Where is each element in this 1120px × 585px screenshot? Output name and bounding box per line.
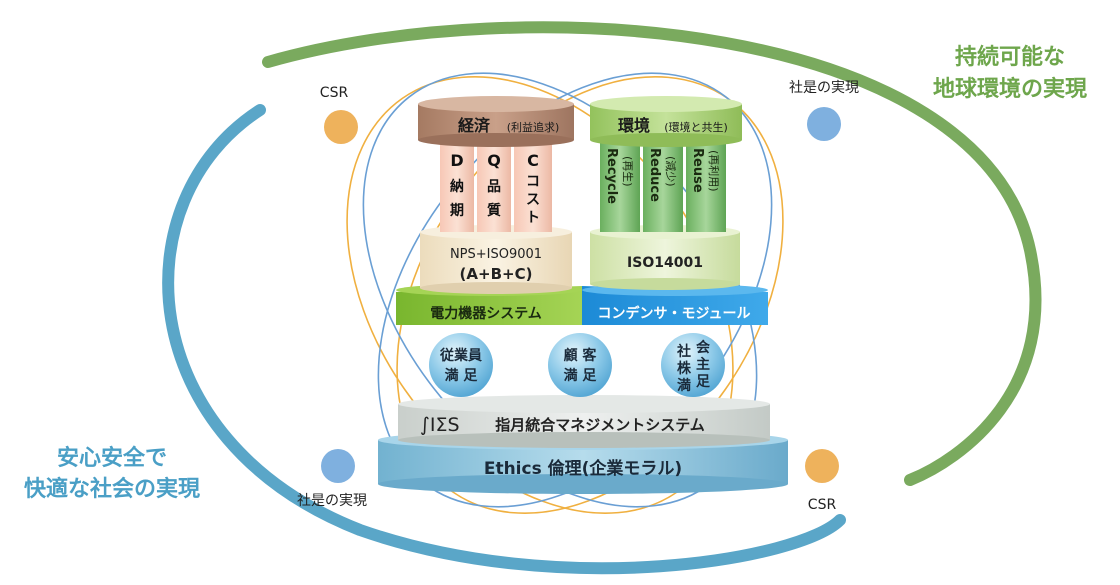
pillar-d-letter: D	[450, 151, 463, 170]
shareholder-col2-char3: 満	[677, 377, 691, 394]
environment-cap: 環境 (環境と共生)	[590, 96, 742, 147]
environment-base: ISO14001	[590, 225, 740, 290]
pillar-reuse-word: Reuse	[690, 148, 705, 193]
motto-label-bottom: 社是の実現	[297, 493, 367, 509]
economy-subtitle: (利益追求)	[507, 120, 560, 134]
shareholder-col2-char1: 社	[676, 343, 691, 360]
pillar-recycle-sub: (再生)	[621, 156, 635, 187]
motto-node-top	[807, 107, 841, 141]
economy-cap: 経済 (利益追求)	[418, 96, 574, 147]
economy-title: 経済	[458, 116, 491, 135]
motto-label-top: 社是の実現	[789, 80, 859, 96]
goal-safe-society-line1: 安心安全で	[57, 445, 167, 471]
pillar-c-char1: コ	[526, 174, 540, 190]
pillar-d-char2: 期	[450, 203, 464, 219]
blue-outer-arc	[162, 104, 846, 575]
pillar-reuse-sub: (再利用)	[707, 150, 720, 192]
customer-line2: 満 足	[564, 367, 598, 384]
shareholder-col1-char2: 主	[696, 356, 710, 373]
pillar-reduce-word: Reduce	[647, 148, 662, 202]
customer-line1: 顧 客	[564, 347, 598, 364]
economy-base-line2: (A+B+C)	[460, 265, 533, 283]
csr-node-bottom	[805, 449, 839, 483]
goal-safe-society-line2: 快適な社会の実現	[24, 476, 200, 502]
economy-pillars: D 納 期 Q 品 質 C コ ス ト	[440, 140, 552, 232]
division-left-label: 電力機器システム	[430, 305, 542, 322]
integrated-management-platform: ∫IΣS 指月統合マネジメントシステム	[398, 395, 770, 448]
shareholder-col2-char2: 株	[677, 360, 692, 377]
pillar-reduce	[643, 138, 683, 232]
csr-node-top	[324, 110, 358, 144]
ethics-label: Ethics 倫理(企業モラル)	[484, 458, 682, 479]
pillar-c-char2: ス	[526, 192, 540, 208]
environment-subtitle: (環境と共生)	[664, 120, 728, 134]
pillar-delivery	[440, 140, 474, 232]
shareholder-col1-char3: 足	[696, 374, 711, 390]
economy-base-line1: NPS+ISO9001	[450, 247, 542, 262]
employee-line1: 従業員	[439, 347, 482, 364]
pillar-c-letter: C	[527, 151, 539, 170]
environment-title: 環境	[618, 116, 650, 135]
employee-line2: 満 足	[445, 367, 479, 384]
environment-pillars: Recycle (再生) Reduce (減少) Reuse (再利用)	[600, 138, 726, 232]
pillar-recycle	[600, 138, 640, 232]
pillar-reduce-sub: (減少)	[664, 156, 678, 187]
environment-base-label: ISO14001	[627, 255, 703, 271]
pillar-recycle-word: Recycle	[604, 148, 619, 204]
shareholder-satisfaction-sphere: 会 主 足 社 株 満	[661, 333, 725, 397]
customer-satisfaction-sphere: 顧 客 満 足	[548, 333, 612, 397]
motto-node-bottom	[321, 449, 355, 483]
csr-label-bottom: CSR	[808, 497, 837, 513]
division-bar: 電力機器システム コンデンサ・モジュール	[396, 284, 768, 325]
division-right-label: コンデンサ・モジュール	[597, 305, 750, 322]
economy-base: NPS+ISO9001 (A+B+C)	[420, 225, 572, 294]
pillar-c-char3: ト	[526, 210, 540, 226]
pillar-cost	[514, 140, 552, 232]
pillar-quality	[477, 140, 511, 232]
green-outer-arc	[262, 21, 1042, 486]
shareholder-col1-char1: 会	[696, 339, 711, 356]
goal-sustainable-line2: 地球環境の実現	[933, 76, 1087, 102]
pillar-q-char1: 品	[487, 179, 501, 195]
pillar-d-char1: 納	[450, 178, 464, 195]
csr-label-top: CSR	[320, 85, 349, 101]
goal-sustainable-line1: 持続可能な	[955, 44, 1065, 70]
pillar-q-char2: 質	[487, 202, 501, 219]
employee-satisfaction-sphere: 従業員 満 足	[429, 333, 493, 397]
ies-symbol: ∫IΣS	[420, 414, 460, 436]
pillar-q-letter: Q	[487, 151, 501, 170]
platform-label: 指月統合マネジメントシステム	[495, 416, 705, 434]
pillar-reuse	[686, 138, 726, 232]
